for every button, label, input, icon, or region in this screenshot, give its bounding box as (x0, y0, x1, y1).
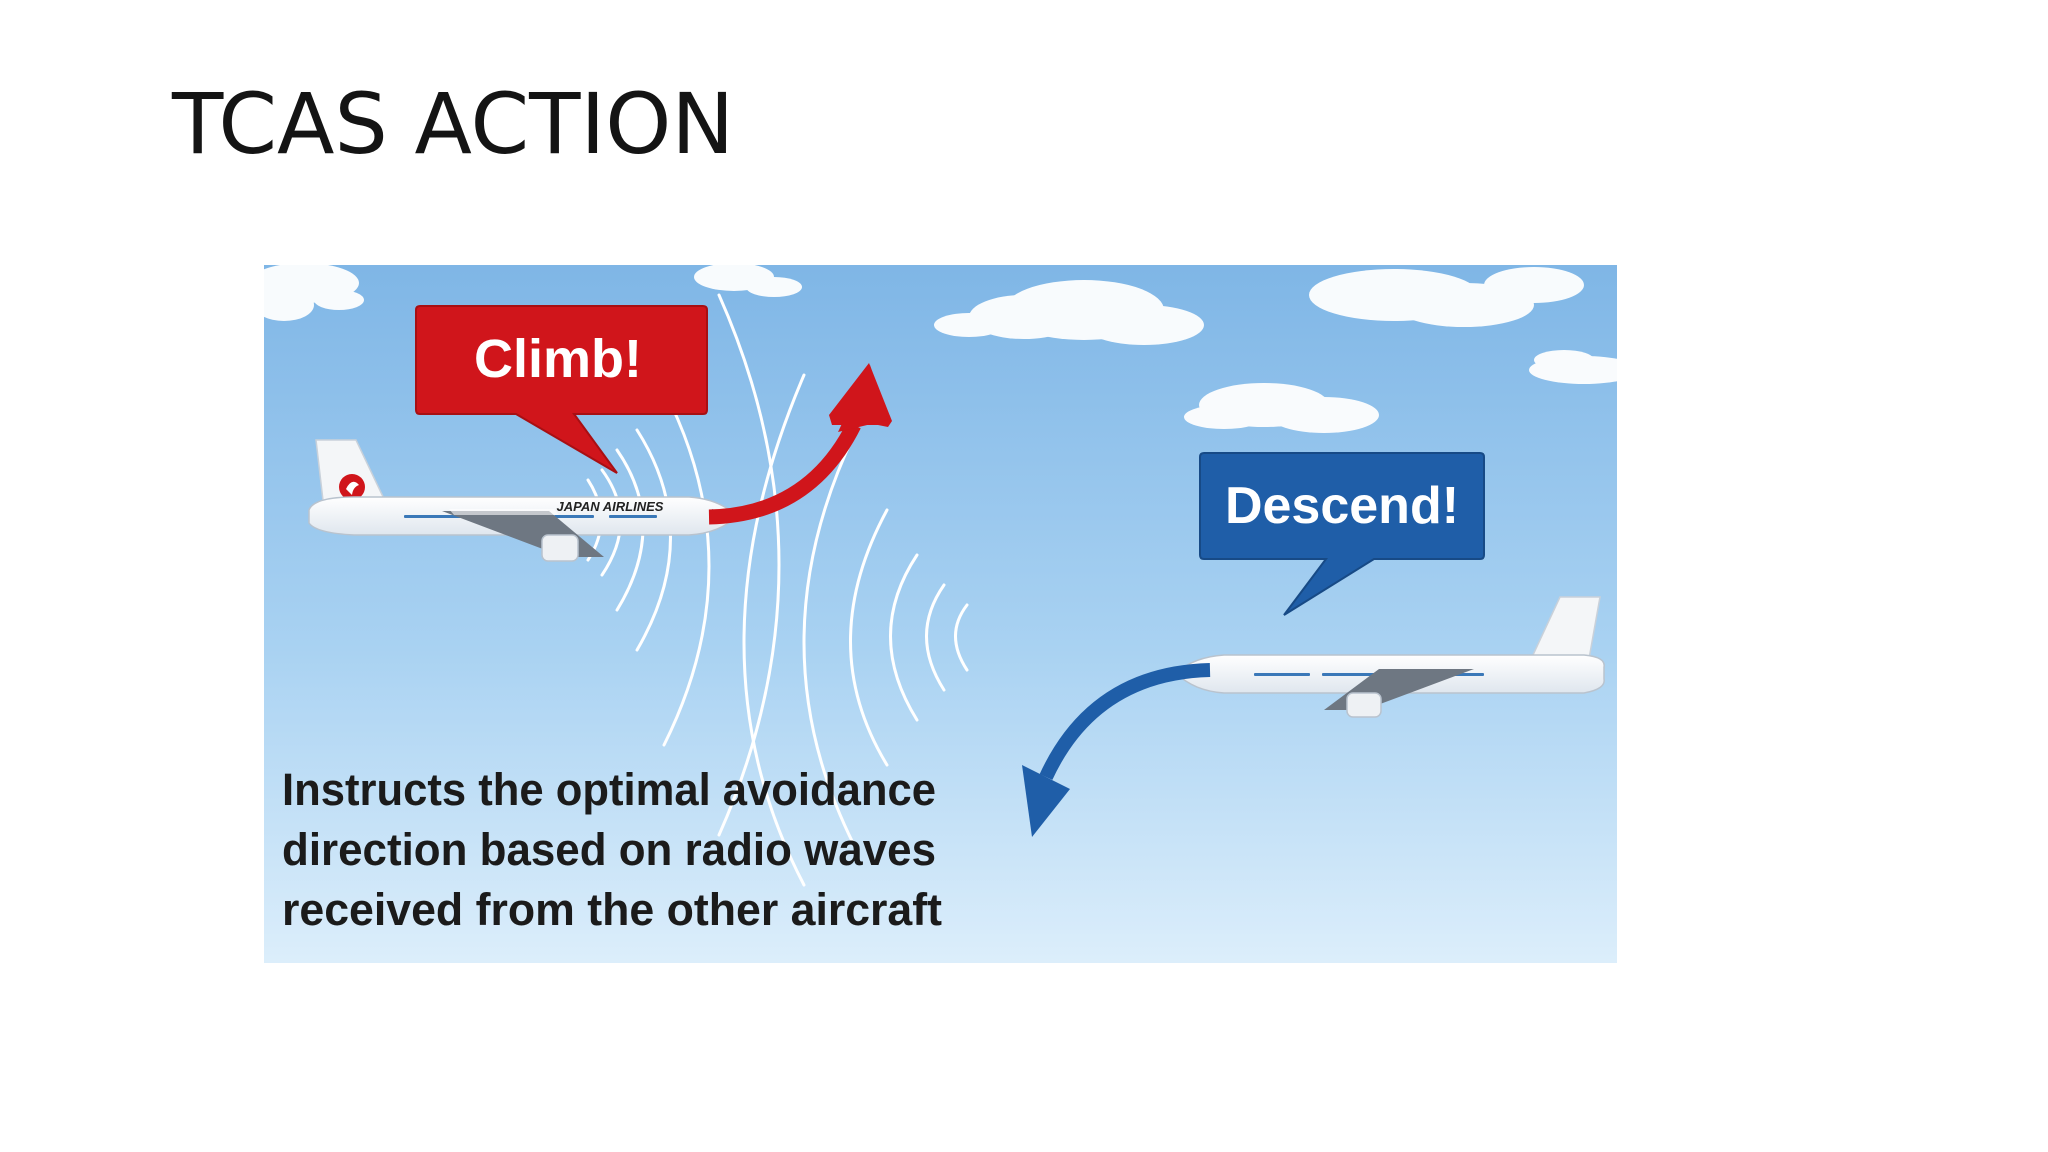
caption-line-3: received from the other aircraft (282, 884, 942, 935)
cloud-top-center (934, 280, 1204, 345)
slide-title: TCAS ACTION (172, 75, 735, 173)
cloud-right-middle (1184, 383, 1379, 433)
caption: Instructs the optimal avoidance directio… (282, 764, 942, 935)
descend-speech-bubble: Descend! (1199, 452, 1485, 616)
clouds (264, 265, 1617, 433)
climb-label: Climb! (474, 329, 642, 389)
tcas-illustration: Climb! Descend! JAPAN AIRLINE (264, 265, 1617, 963)
airline-livery-text: JAPAN AIRLINES (557, 499, 664, 514)
cloud-top-right (1309, 267, 1584, 327)
lower-aircraft (1174, 596, 1605, 718)
descend-label: Descend! (1225, 477, 1459, 535)
radio-waves-right (742, 373, 969, 887)
climb-speech-bubble: Climb! (415, 305, 708, 474)
caption-line-2: direction based on radio waves (282, 824, 936, 875)
upper-aircraft: JAPAN AIRLINES (308, 439, 739, 562)
cloud-top-left (264, 265, 364, 321)
cloud-top-middle (694, 265, 802, 297)
caption-line-1: Instructs the optimal avoidance (282, 764, 936, 815)
cloud-right-edge (1529, 350, 1617, 384)
climb-arrow (708, 363, 892, 525)
tcas-diagram-svg: Climb! Descend! JAPAN AIRLINE (264, 265, 1617, 963)
descend-arrow (1022, 663, 1211, 837)
